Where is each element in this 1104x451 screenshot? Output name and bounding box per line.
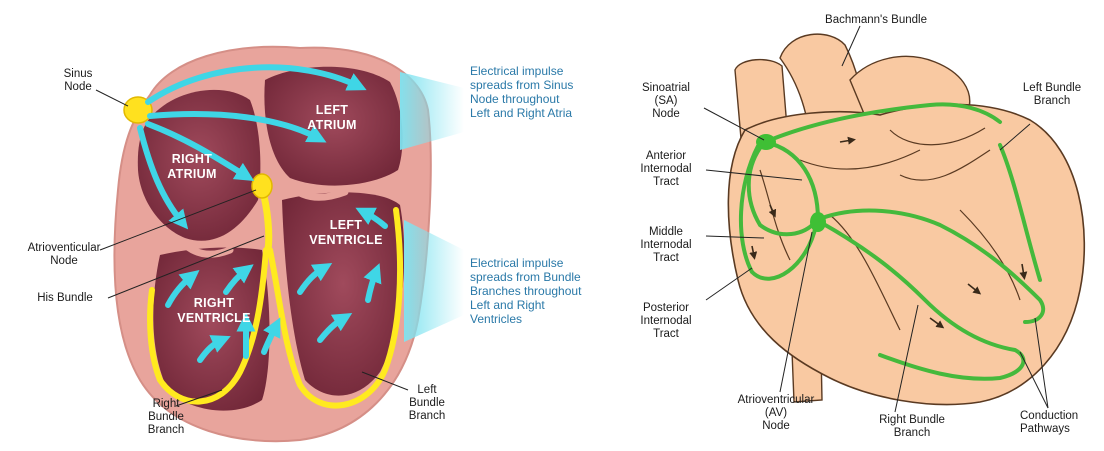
right-ventricle-label: RIGHT VENTRICLE <box>164 296 264 326</box>
atria-impulse-beam <box>400 72 464 150</box>
left-atrium-label: LEFT ATRIUM <box>292 103 372 133</box>
left-ventricle-label: LEFT VENTRICLE <box>296 218 396 248</box>
anterior-tract-label: Anterior Internodal Tract <box>626 150 706 189</box>
av-node-label-right: Atrioventricular (AV) Node <box>716 394 836 433</box>
right-bundle-branch-label-left: Right Bundle Branch <box>140 398 192 437</box>
sinus-node-label: Sinus Node <box>48 68 108 94</box>
ventricle-impulse-beam <box>404 220 464 342</box>
sa-node-label: Sinoatrial (SA) Node <box>626 82 706 121</box>
conduction-pathways-label: Conduction Pathways <box>1020 410 1104 436</box>
right-bundle-branch-label-right: Right Bundle Branch <box>862 414 962 440</box>
sa-node-marker <box>756 134 776 150</box>
right-atrium-label: RIGHT ATRIUM <box>152 152 232 182</box>
ventricle-impulse-note: Electrical impulse spreads from Bundle B… <box>470 256 618 326</box>
middle-tract-label: Middle Internodal Tract <box>626 226 706 265</box>
posterior-tract-label: Posterior Internodal Tract <box>626 302 706 341</box>
left-bundle-branch-label-left: Left Bundle Branch <box>400 384 454 423</box>
av-node-green-marker <box>810 212 826 232</box>
bachmanns-bundle-label: Bachmann's Bundle <box>806 14 946 27</box>
av-node-marker <box>252 174 272 198</box>
left-bundle-branch-label-right: Left Bundle Branch <box>1006 82 1098 108</box>
left-heart-section <box>96 47 464 441</box>
av-node-label-left: Atrioventicular Node <box>4 242 124 268</box>
atria-impulse-note: Electrical impulse spreads from Sinus No… <box>470 64 610 120</box>
his-bundle-label: His Bundle <box>20 292 110 305</box>
